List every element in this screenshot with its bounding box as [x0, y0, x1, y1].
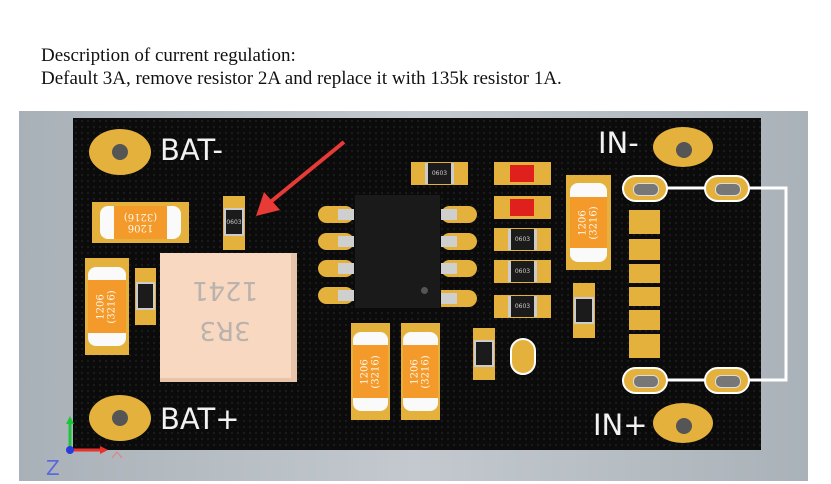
- in-plus-label: IN+: [593, 408, 648, 442]
- cap-metric: (3216): [588, 205, 600, 240]
- in-minus-label: IN-: [598, 126, 639, 160]
- bat-plus-label: BAT+: [160, 402, 240, 436]
- capacitor-1206-vertical: 1206(3216): [85, 258, 129, 355]
- cap-metric: (3216): [420, 354, 432, 389]
- description-text: Description of current regulation: Defau…: [41, 44, 562, 90]
- cap-size: 1206: [127, 222, 154, 234]
- usb-outline: [660, 186, 788, 382]
- led-2: [494, 196, 551, 219]
- axis-z-label: Z: [46, 456, 60, 480]
- current-set-resistor: 0603: [223, 196, 245, 250]
- red-arrow-icon: [256, 140, 346, 216]
- capacitor-1206-vertical: 1206(3216): [351, 323, 390, 420]
- cap-metric: (3216): [123, 211, 158, 223]
- usb-pad: [629, 210, 660, 234]
- cap-size: 1206: [359, 358, 371, 385]
- bat-plus-pad: [89, 395, 151, 441]
- led-1: [494, 162, 551, 185]
- inductor: 3R3 1241: [160, 253, 297, 382]
- resistor-marking: 0603: [224, 208, 244, 236]
- usb-mount-hole: [622, 367, 668, 394]
- test-pad: [510, 338, 536, 375]
- axis-gizmo-icon: [66, 416, 123, 459]
- resistor-0603: 0603: [494, 260, 551, 283]
- usb-pad: [629, 310, 660, 330]
- inductor-date: 1241: [191, 275, 259, 305]
- usb-pad: [629, 264, 660, 283]
- description-body: Default 3A, remove resistor 2A and repla…: [41, 68, 562, 89]
- resistor-small: [473, 328, 495, 380]
- cap-size: 1206: [95, 293, 107, 320]
- inductor-code: 3R3: [199, 315, 251, 345]
- resistor-small: [135, 268, 156, 325]
- capacitor-1206-vertical: 1206(3216): [566, 175, 611, 270]
- cap-metric: (3216): [106, 289, 118, 324]
- capacitor-1206-horizontal: 1206(3216): [92, 202, 189, 243]
- resistor-0603: 0603: [494, 295, 551, 318]
- cap-metric: (3216): [370, 354, 382, 389]
- ic-chip: [355, 195, 440, 308]
- bat-minus-label: BAT-: [160, 133, 223, 167]
- cap-size: 1206: [409, 358, 421, 385]
- in-plus-pad: [653, 403, 713, 443]
- resistor-small: [573, 283, 595, 338]
- description-title: Description of current regulation:: [41, 45, 296, 66]
- usb-pad: [629, 334, 660, 358]
- usb-mount-hole: [704, 175, 750, 202]
- in-minus-pad: [653, 127, 713, 167]
- usb-pad: [629, 239, 660, 260]
- usb-mount-hole: [622, 175, 668, 202]
- usb-pad: [629, 287, 660, 306]
- cap-size: 1206: [577, 209, 589, 236]
- bat-minus-pad: [89, 129, 151, 175]
- resistor-0603: 0603: [494, 228, 551, 251]
- resistor-0603: 0603: [411, 162, 468, 185]
- usb-mount-hole: [704, 367, 750, 394]
- capacitor-1206-vertical: 1206(3216): [401, 323, 440, 420]
